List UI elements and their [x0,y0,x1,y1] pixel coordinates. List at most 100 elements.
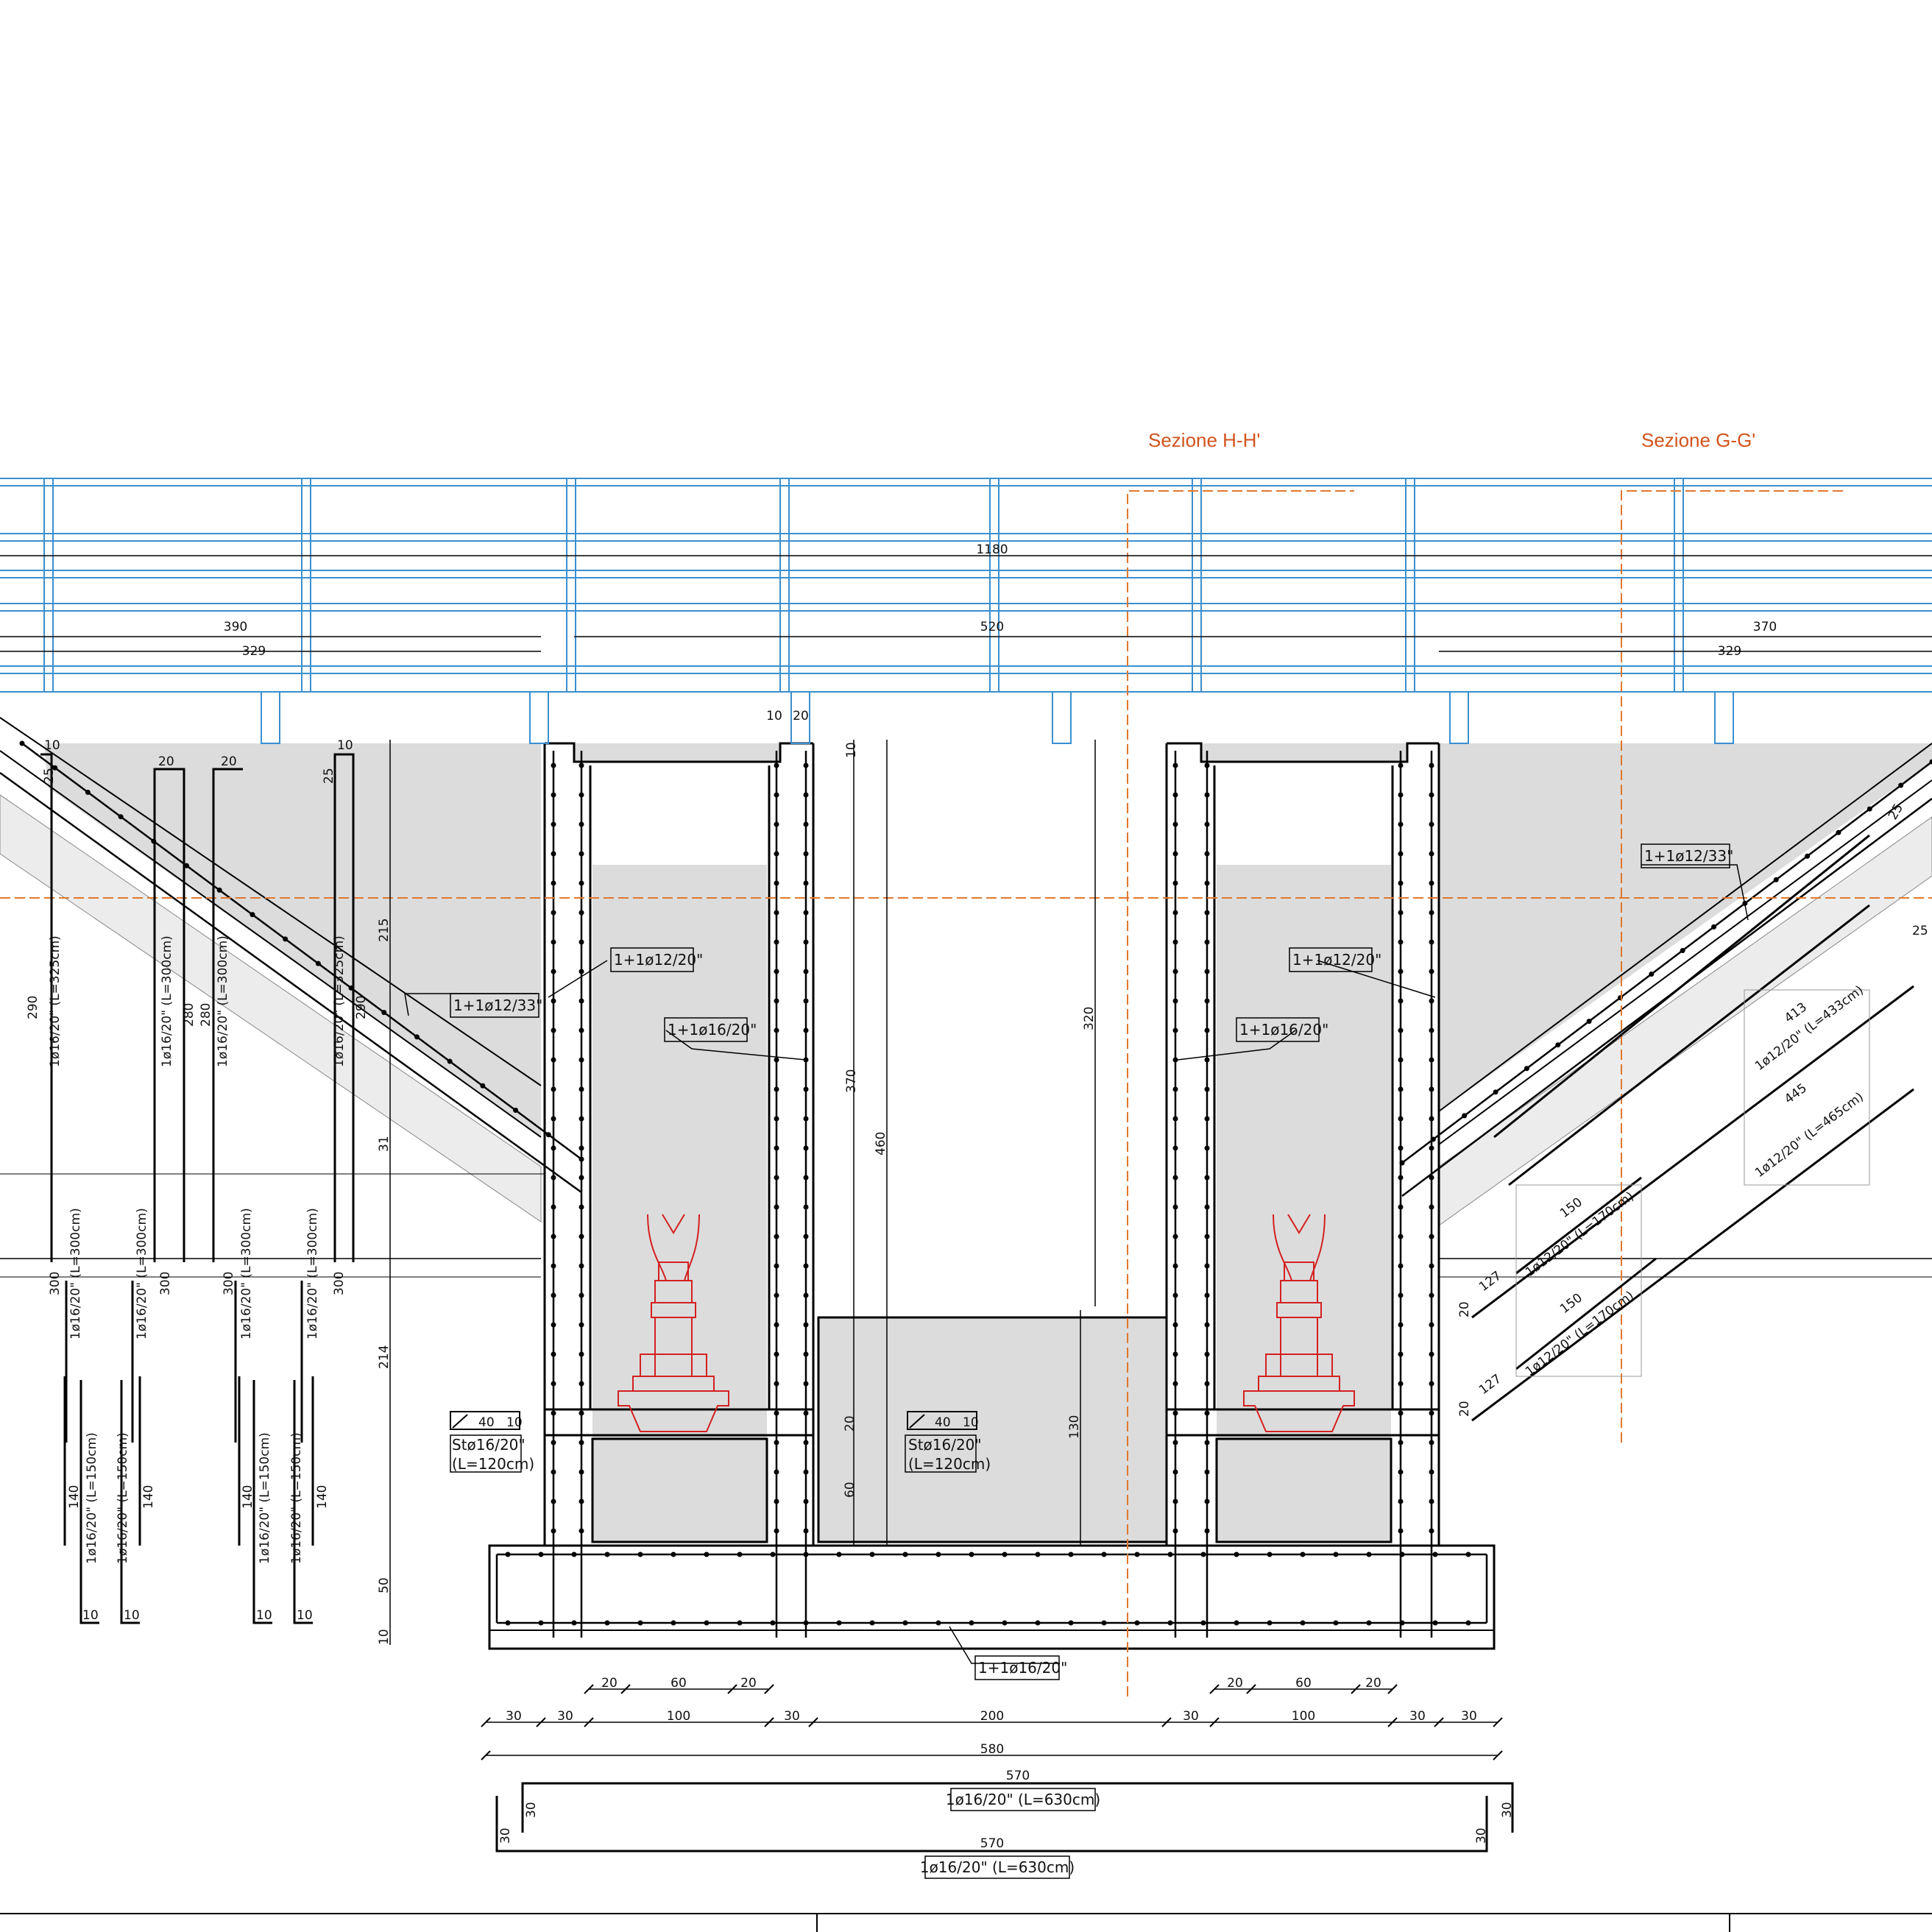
rebar-dot [770,1620,776,1626]
rebar-dot [1586,1019,1592,1025]
rebar-dot [578,1234,584,1239]
rebar-dot [869,1551,875,1557]
rebar-dot [1398,1440,1404,1446]
rebar-dot [803,939,809,945]
rebar-dot [118,814,124,820]
right-bar-150a-n: 150 [1557,1195,1585,1221]
rebar-dot [774,792,779,798]
rebar-dot [1929,759,1932,765]
rebar-dot [803,998,809,1004]
bar-dim-10f: 10 [297,1608,313,1623]
bar-dim-300d: 300 [332,1272,347,1295]
bar-dim-10e: 10 [256,1608,272,1623]
rebar-dot [551,1410,556,1416]
rebar-dot [551,1528,556,1534]
bdim-20a: 20 [601,1676,618,1691]
rebar-dot [774,1528,779,1534]
bar-dim-20b: 20 [221,754,237,769]
rebar-dot [1398,1410,1404,1416]
rebar-dot [578,1322,584,1328]
rebar-dot [902,1551,908,1557]
rebar-dot [1555,1042,1561,1048]
rebar-dot [774,1145,779,1151]
rebar-dot [551,1175,556,1181]
rebar-dot [505,1551,511,1557]
rebar-dot [571,1620,577,1626]
rebar-dot [1267,1620,1273,1626]
rebar-dot [1398,969,1404,974]
bar-dim-140a: 140 [67,1485,82,1509]
rebar-dot [513,1108,519,1114]
right-bar-127a: 127 [1476,1268,1504,1295]
rebar-dot [551,1204,556,1210]
rebar-dot [1429,1381,1434,1387]
rebar-dot [1204,1145,1210,1151]
rebar-dot [704,1551,710,1557]
dim-right-inner: 329 [1718,644,1741,659]
rebar-dot [774,1381,779,1387]
rebar-dot [1398,821,1404,827]
dim-tick [1246,1684,1256,1694]
rebar-dot [774,1175,779,1181]
rebar-dot [184,863,190,868]
rebar-dot [1398,1204,1404,1210]
rebar-dot [1172,821,1178,827]
rebar-dot [1204,1440,1210,1446]
rebar-dot [774,851,779,857]
rebar-dot [1398,880,1404,886]
rebar-dot [1429,821,1434,827]
h30d: 30 [1500,1802,1515,1818]
rebar-dot [774,1498,779,1504]
rebar-dot [578,969,584,974]
vdim-214: 214 [377,1345,392,1369]
rebar-dot [1204,851,1210,857]
rebar-dot [538,1620,544,1626]
rebar-dot [551,762,556,768]
vertical-dimension-texts: 215 31 214 50 10 10 370 460 320 130 20 6… [377,742,1097,1645]
dim-w20: 20 [793,709,809,723]
dim-tick [1209,1684,1220,1694]
rebar-dot [578,1528,584,1534]
rebar-dot [551,1498,556,1504]
rebar-dot [1172,1057,1178,1063]
section-lines [0,490,1932,1696]
vdim-460: 460 [874,1132,888,1156]
bar-dim-280a: 280 [182,1003,197,1027]
rebar-dot [1234,1620,1239,1626]
rebar-dot [1429,998,1434,1004]
rebar-dot [1172,1498,1178,1504]
rebar-dot [578,939,584,945]
dim-total: 1180 [976,542,1008,557]
bar-dim-140b: 140 [141,1485,156,1509]
rebar-dot [1429,1057,1434,1063]
rebar-dot [935,1551,941,1557]
rebar-dot [283,936,289,942]
st-icon-left-small: 10 [506,1415,523,1430]
rebar-dot [1465,1551,1471,1557]
label-1620-base: 1+1ø16/20" [978,1659,1067,1677]
rebar-dot [1429,1263,1434,1269]
rebar-dot [1429,792,1434,798]
rebar-dot [1204,762,1210,768]
rebar-dot [447,1058,453,1064]
dim-tick [764,1717,774,1727]
bdim-100a: 100 [667,1709,690,1724]
rebar-dot [578,1263,584,1269]
rebar-dot [1172,1027,1178,1033]
rebar-dot [1204,969,1210,974]
rebar-dot [803,1292,809,1298]
rebar-dot [1172,939,1178,945]
dim-tick [1387,1684,1398,1694]
rebar-dot [1398,762,1404,768]
rebar-dot [803,1381,809,1387]
rebar-dot [774,1469,779,1475]
st-right-b: (L=120cm) [908,1455,991,1473]
right-bar-413-label: 1ø12/20" (L=433cm) [1752,983,1866,1074]
rebar-dot [1429,1204,1434,1210]
rebar-dot [1399,1551,1405,1557]
rebar-dot [1465,1620,1471,1626]
rebar-dot [1172,1204,1178,1210]
rebar-dot [1524,1066,1529,1072]
label-1233-right: 1+1ø12/33" [1644,847,1733,865]
rebar-dot [774,998,779,1004]
